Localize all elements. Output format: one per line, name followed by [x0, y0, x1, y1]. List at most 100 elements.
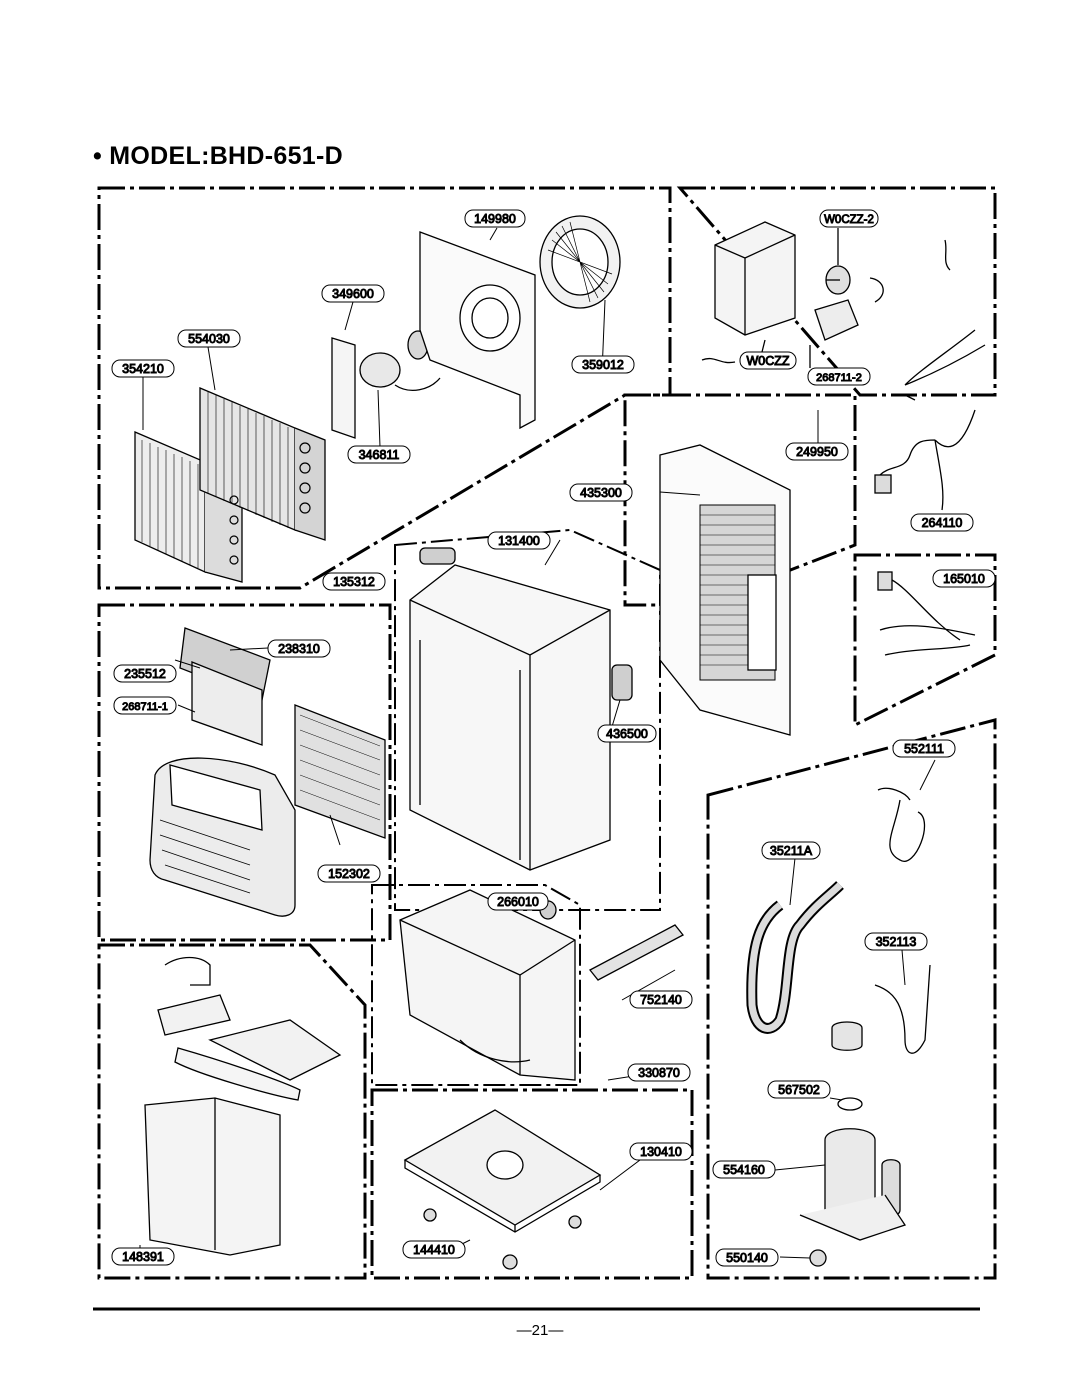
caster: [423, 1208, 437, 1222]
drain-tray: [399, 889, 576, 1081]
label-text-268711-1: 268711-1: [122, 701, 168, 713]
rubber-mount: [809, 1249, 827, 1267]
label-text-235512: 235512: [124, 667, 166, 681]
label-165010: 165010: [932, 569, 996, 588]
label-text-330870: 330870: [638, 1066, 680, 1080]
label-359012: 359012: [571, 355, 635, 374]
bucket-assembly: [139, 956, 342, 1256]
label-text-148391: 148391: [122, 1250, 164, 1264]
label-349600: 349600: [321, 284, 385, 303]
label-text-264110: 264110: [922, 516, 963, 530]
drain-hose: [589, 924, 684, 981]
label-text-266010: 266010: [497, 895, 539, 909]
frame-drain-tray: [371, 884, 581, 1086]
label-249950: 249950: [785, 442, 849, 461]
compressor-base: [799, 1194, 907, 1241]
label-text-152302: 152302: [328, 867, 370, 881]
water-bucket: [144, 1097, 281, 1256]
frame-front-panel: [97, 603, 392, 942]
compressor-assembly: [746, 759, 936, 1267]
plug: [874, 474, 892, 494]
label-text-238310: 238310: [278, 642, 320, 656]
frame-base: [370, 1088, 694, 1280]
label-text-268711-2: 268711-2: [816, 372, 862, 384]
label-235512: 235512: [113, 664, 177, 683]
frame-power-cord: [853, 553, 997, 728]
handle-top: [419, 547, 456, 565]
suction-pipe: [746, 881, 844, 1034]
page-title: • MODEL:BHD-651-D: [93, 142, 343, 170]
label-W0CZZ-2: W0CZZ-2: [819, 209, 879, 228]
label-text-131400: 131400: [498, 534, 540, 548]
cabinet-assembly: [409, 410, 819, 871]
label-text-149980: 149980: [474, 212, 516, 226]
page-number: —21—: [516, 1322, 564, 1339]
motor-bracket: [331, 337, 356, 439]
label-text-W0CZZ-2: W0CZZ-2: [824, 214, 874, 226]
rear-filter-door: [747, 574, 777, 671]
float-bracket: [164, 956, 211, 986]
blower-wheel: [539, 215, 621, 309]
frame-control-box: [676, 186, 997, 397]
power-cord-assembly: [874, 409, 976, 656]
control-box-assembly: [701, 221, 986, 401]
wire-harness: [904, 329, 986, 401]
overload-cover: [831, 1021, 863, 1051]
sub-harness: [879, 579, 976, 656]
label-text-W0CZZ: W0CZZ: [746, 354, 789, 368]
label-text-130410: 130410: [640, 1145, 682, 1159]
label-35211A: 35211A: [761, 841, 821, 860]
label-text-554030: 554030: [188, 332, 230, 346]
control-pcb: [191, 661, 263, 746]
label-text-165010: 165010: [943, 572, 985, 586]
label-text-346811: 346811: [359, 448, 400, 462]
label-554030: 554030: [177, 329, 241, 348]
label-238310: 238310: [267, 639, 331, 658]
label-text-349600: 349600: [332, 287, 374, 301]
label-text-249950: 249950: [796, 445, 838, 459]
frame-compressor: [706, 718, 997, 1280]
label-554160: 554160: [712, 1160, 776, 1179]
part-labels: 149980 349600 554030 354210 359012 34681…: [111, 209, 996, 1267]
power-cord: [879, 409, 976, 511]
label-131400: 131400: [487, 531, 551, 550]
label-text-144410: 144410: [413, 1243, 455, 1257]
bucket-handle: [174, 1047, 301, 1101]
terminal-board: [814, 299, 859, 341]
label-text-352113: 352113: [876, 935, 917, 949]
switch-plug: [877, 571, 893, 591]
label-text-359012: 359012: [582, 358, 624, 372]
evaporator-assembly: [134, 215, 621, 583]
fan-motor: [359, 352, 401, 388]
inner-case: [409, 564, 611, 871]
label-text-567502: 567502: [778, 1083, 820, 1097]
bucket-guide: [157, 994, 231, 1036]
wire-connector: [701, 357, 736, 364]
label-266010: 266010: [487, 892, 549, 911]
label-text-554160: 554160: [723, 1163, 765, 1177]
label-354210: 354210: [111, 359, 175, 378]
label-text-752140: 752140: [640, 993, 682, 1007]
label-144410: 144410: [402, 1240, 466, 1259]
label-130410: 130410: [629, 1142, 693, 1161]
label-346811: 346811: [347, 445, 411, 464]
label-436500: 436500: [597, 724, 657, 743]
frame-bucket: [97, 943, 367, 1280]
label-752140: 752140: [629, 990, 693, 1009]
label-text-552111: 552111: [904, 742, 944, 756]
label-149980: 149980: [464, 209, 526, 228]
label-text-436500: 436500: [606, 727, 648, 741]
label-567502: 567502: [767, 1080, 831, 1099]
discharge-pipe: [874, 964, 931, 1054]
label-268711-2: 268711-2: [807, 367, 871, 386]
label-W0CZZ: W0CZZ: [739, 351, 797, 370]
wire-harness-small: [944, 239, 951, 271]
control-box: [714, 221, 796, 336]
label-550140: 550140: [715, 1248, 779, 1267]
capillary-tube: [877, 787, 926, 862]
label-435300: 435300: [569, 483, 633, 502]
label-135312: 135312: [322, 572, 386, 591]
label-552111: 552111: [892, 739, 956, 758]
label-text-354210: 354210: [122, 362, 164, 376]
